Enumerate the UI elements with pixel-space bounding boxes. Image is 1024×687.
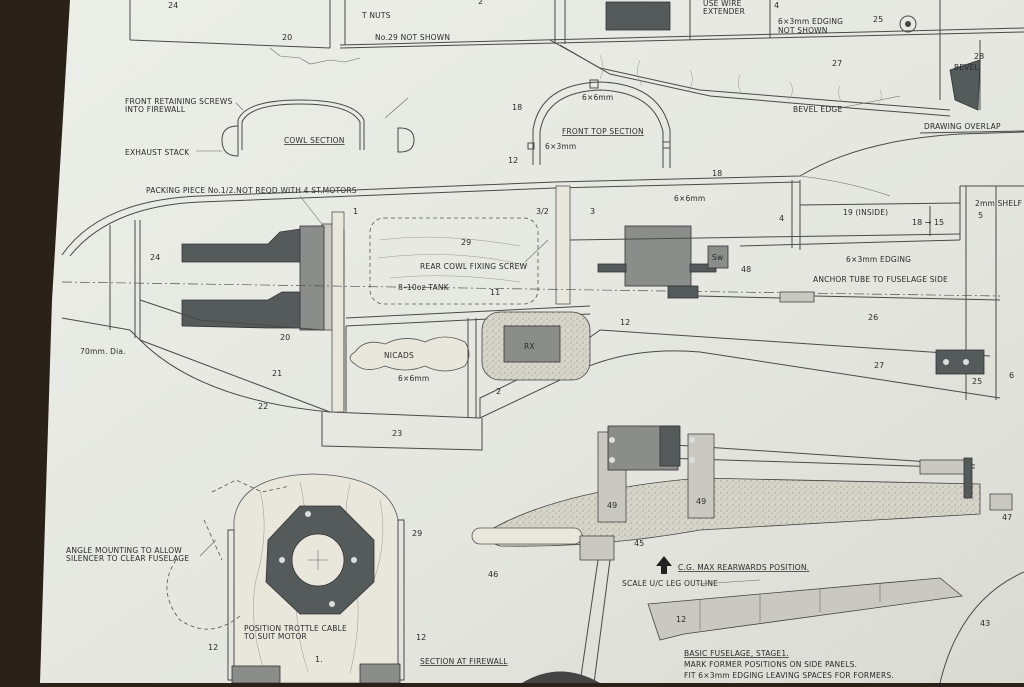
label-6x6-longeron: 6×6mm — [674, 194, 705, 203]
part-27-top: 27 — [832, 59, 842, 68]
label-packing-piece: PACKING PIECE No.1/2.NOT REQD.WITH 4 ST.… — [146, 186, 357, 195]
part-12-arc: 12 — [508, 156, 518, 165]
label-bevel-edge: BEVEL EDGE — [793, 105, 842, 114]
label-use-wire-extender: USE WIRE EXTENDER — [703, 0, 745, 16]
part-29: 29 — [461, 238, 471, 247]
part-12-mid: 12 — [620, 318, 630, 327]
label-70mm-dia: 70mm. Dia. — [80, 347, 126, 356]
firewall-section-drawing: ANGLE MOUNTING TO ALLOW SILENCER TO CLEA… — [66, 473, 508, 684]
label-exhaust-stack: EXHAUST STACK — [125, 148, 190, 157]
label-sw: Sw — [712, 253, 723, 262]
label-nicads: NICADS — [384, 351, 414, 360]
part-1-fw: 1. — [315, 655, 323, 664]
part-29-fw: 29 — [412, 529, 422, 538]
label-no29-not-shown: No.29 NOT SHOWN — [375, 33, 450, 42]
part-20: 20 — [280, 333, 290, 342]
label-drawing-overlap: DRAWING OVERLAP — [924, 122, 1001, 131]
part-3-2: 3/2 — [536, 207, 549, 216]
part-23: 23 — [392, 429, 402, 438]
part-22: 22 — [258, 402, 268, 411]
label-6x3-top: 6×3mm — [545, 142, 576, 151]
label-angle-mounting: ANGLE MOUNTING TO ALLOW SILENCER TO CLEA… — [66, 546, 189, 563]
label-tank: 8–10oz TANK — [398, 283, 450, 292]
label-19-inside: 19 (INSIDE) — [843, 208, 888, 217]
part-2: 2 — [496, 387, 501, 396]
part-49-left: 49 — [607, 501, 617, 510]
part-20-top: 20 — [282, 33, 292, 42]
part-18-15: 18 → 15 — [912, 218, 944, 227]
label-bevel: BEVEL — [954, 63, 980, 72]
label-mark-formers: MARK FORMER POSITIONS ON SIDE PANELS. — [684, 660, 857, 669]
label-cowl-section: COWL SECTION — [284, 136, 345, 145]
part-24-top: 24 — [168, 1, 178, 10]
part-11: 11 — [490, 288, 500, 297]
label-fit-edging: FIT 6×3mm EDGING LEAVING SPACES FOR FORM… — [684, 671, 894, 680]
part-47: 47 — [1002, 513, 1012, 522]
label-6x3-edging: 6×3mm EDGING — [846, 255, 911, 264]
label-position-throttle: POSITION TROTTLE CABLE TO SUIT MOTOR — [243, 624, 350, 641]
part-4-mid: 4 — [779, 214, 784, 223]
part-4-top: 4 — [774, 1, 779, 10]
cowl-section-drawing: FRONT RETAINING SCREWS INTO FIREWALL EXH… — [125, 97, 415, 157]
part-18-long: 18 — [712, 169, 722, 178]
label-section-at-firewall: SECTION AT FIREWALL — [420, 657, 508, 666]
label-basic-fuselage: BASIC FUSELAGE, STAGE1. — [684, 649, 789, 658]
part-12-fw-right: 12 — [416, 633, 426, 642]
part-25-top: 25 — [873, 15, 883, 24]
part-27: 27 — [874, 361, 884, 370]
part-46: 46 — [488, 570, 498, 579]
label-scale-uc: SCALE U/C LEG OUTLINE — [622, 579, 718, 588]
label-t-nuts: T NUTS — [361, 11, 391, 20]
part-49-right: 49 — [696, 497, 706, 506]
label-6x6-top: 6×6mm — [582, 93, 613, 102]
part-43: 43 — [980, 619, 990, 628]
part-25: 25 — [972, 377, 982, 386]
part-6: 6 — [1009, 371, 1014, 380]
part-5: 5 — [978, 211, 983, 220]
label-6x6-lower: 6×6mm — [398, 374, 429, 383]
part-21: 21 — [272, 369, 282, 378]
label-rx: RX — [524, 342, 535, 351]
front-top-section-drawing: 18 12 6×6mm 6×3mm FRONT TOP SECTION — [508, 79, 671, 168]
part-26: 26 — [868, 313, 878, 322]
label-front-retaining-screws: FRONT RETAINING SCREWS INTO FIREWALL — [125, 97, 235, 114]
part-2-top: 2 — [478, 0, 483, 6]
label-2mm-shelf: 2mm SHELF — [975, 199, 1022, 208]
part-12-uc: 12 — [676, 615, 686, 624]
fuselage-side-view: PACKING PIECE No.1/2.NOT REQD.WITH 4 ST.… — [61, 131, 1024, 451]
label-cg-position: C.G. MAX REARWARDS POSITION. — [678, 563, 809, 572]
part-3: 3 — [590, 207, 595, 216]
part-45: 45 — [634, 539, 644, 548]
part-12-fw-left: 12 — [208, 643, 218, 652]
part-24: 24 — [150, 253, 160, 262]
part-48: 48 — [741, 265, 751, 274]
top-strip: 24 20 2 4 25 27 28 T NUTS No.29 NOT SHOW… — [129, 0, 1024, 117]
label-edging-not-shown: 6×3mm EDGING NOT SHOWN — [778, 17, 846, 35]
part-1: 1 — [353, 207, 358, 216]
label-anchor-tube: ANCHOR TUBE TO FUSELAGE SIDE — [813, 275, 948, 284]
part-28: 28 — [974, 52, 984, 61]
label-front-top-section: FRONT TOP SECTION — [562, 127, 644, 136]
part-18-arc: 18 — [512, 103, 522, 112]
wing-cg-drawing: C.G. MAX REARWARDS POSITION. 49 49 45 46… — [471, 425, 1024, 684]
label-rear-cowl-fixing-screw: REAR COWL FIXING SCREW — [420, 262, 528, 271]
